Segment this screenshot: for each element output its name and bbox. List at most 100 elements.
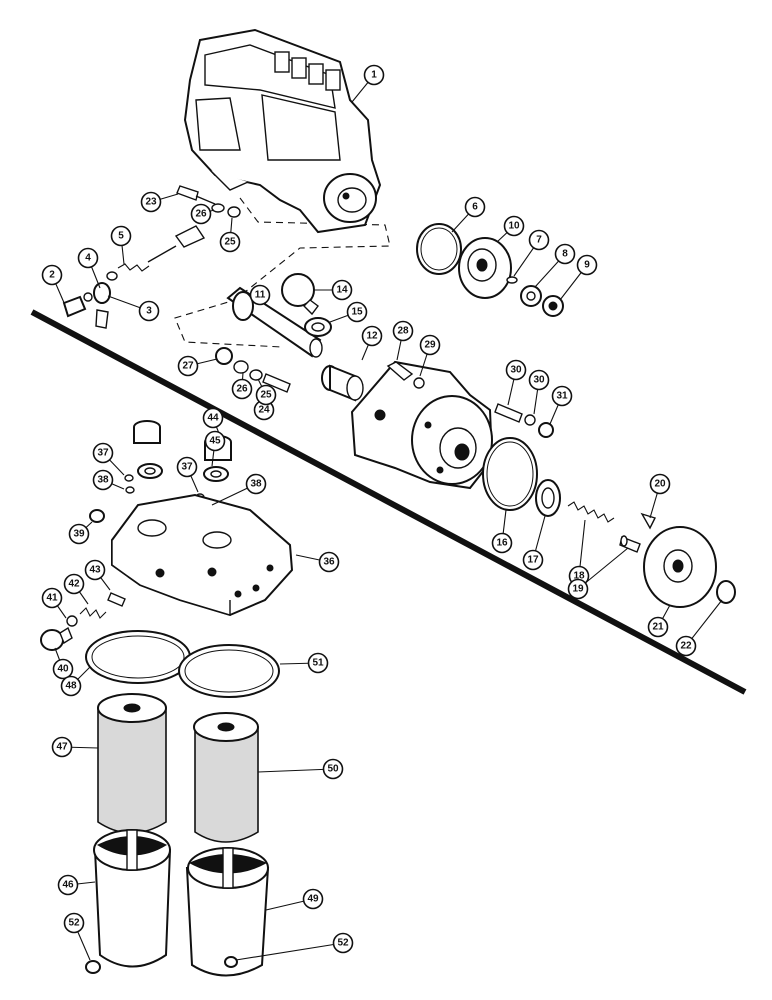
callout-number-39: 39 (73, 529, 85, 540)
callout-circle-16 (491, 532, 513, 554)
callout-circle-38 (92, 469, 114, 491)
callout-number-11: 11 (255, 290, 266, 301)
callout-number-52: 52 (68, 918, 80, 929)
callout-circle-9 (576, 254, 598, 276)
washer-25-upper (227, 206, 241, 218)
washer-30-lower (524, 414, 536, 426)
callout-circle-3 (138, 300, 160, 322)
leader-line-50 (257, 768, 334, 773)
callout-number-9: 9 (584, 260, 590, 271)
bolt-28 (386, 361, 414, 381)
callout-number-7: 7 (536, 235, 542, 246)
plug-39 (89, 509, 105, 523)
callout-number-27: 27 (182, 361, 194, 372)
callout-number-3: 3 (146, 306, 152, 317)
callout-circle-45 (204, 430, 226, 452)
callout-number-28: 28 (397, 326, 409, 337)
washer-38-left (125, 486, 135, 494)
callout-number-8: 8 (562, 249, 568, 260)
callout-circle-2 (41, 264, 63, 286)
filter-bowl-49 (185, 847, 270, 977)
callout-number-52: 52 (337, 938, 349, 949)
callout-circle-26 (190, 203, 212, 225)
callout-number-23: 23 (145, 197, 157, 208)
callout-circle-30 (505, 359, 527, 381)
key-7 (506, 276, 518, 284)
callout-number-36: 36 (323, 557, 335, 568)
o-ring-6 (416, 223, 462, 275)
washer-45-right (203, 466, 229, 482)
callout-circle-37 (92, 442, 114, 464)
callout-circle-37 (176, 456, 198, 478)
callout-circle-47 (51, 736, 73, 758)
nut-27 (215, 347, 233, 365)
callout-circle-20 (649, 473, 671, 495)
key-20 (640, 512, 656, 530)
injection-pump (183, 28, 382, 234)
callout-number-18: 18 (573, 571, 585, 582)
callout-circle-23 (140, 191, 162, 213)
callout-circle-19 (567, 578, 589, 600)
callout-number-43: 43 (89, 565, 101, 576)
callout-circle-36 (318, 551, 340, 573)
callout-circle-30 (528, 369, 550, 391)
callout-circle-28 (392, 320, 414, 342)
banjo-fitting-3 (93, 282, 111, 329)
callout-circle-29 (419, 334, 441, 356)
callout-circle-52 (63, 912, 85, 934)
callout-circle-27 (177, 355, 199, 377)
callout-circle-22 (675, 635, 697, 657)
callout-number-25: 25 (260, 390, 272, 401)
gasket-48 (85, 630, 191, 684)
plug-14 (281, 273, 319, 316)
washer-4-b (83, 292, 93, 302)
washer-17 (535, 479, 561, 517)
callout-circle-6 (464, 196, 486, 218)
stud-24 (262, 373, 291, 393)
section-divider-line (30, 309, 747, 695)
spring-18 (567, 501, 615, 523)
callout-circle-48 (60, 675, 82, 697)
callout-number-15: 15 (351, 307, 363, 318)
gear-10 (458, 237, 512, 299)
filter-head-36 (111, 493, 294, 617)
callout-number-26: 26 (195, 209, 207, 220)
callout-number-42: 42 (68, 579, 80, 590)
callout-circle-51 (307, 652, 329, 674)
pin-19 (619, 535, 641, 553)
adapter-housing-12 (350, 360, 494, 490)
washer-4-a (106, 271, 118, 281)
fitting-upper (147, 225, 206, 263)
washer-41 (66, 615, 78, 627)
callout-number-25: 25 (224, 237, 236, 248)
callout-number-1: 1 (371, 70, 377, 81)
callout-number-21: 21 (652, 622, 664, 633)
nut-9 (542, 295, 564, 317)
callout-circle-44 (202, 407, 224, 429)
callout-number-17: 17 (527, 555, 539, 566)
callout-labels: 1234567891011121415161718192021222324252… (41, 64, 697, 954)
callout-number-4: 4 (85, 253, 91, 264)
callout-circle-1 (363, 64, 385, 86)
gasket-51 (178, 644, 280, 698)
washer-26-upper (211, 203, 225, 213)
callout-number-20: 20 (654, 479, 666, 490)
callout-circle-7 (528, 229, 550, 251)
callout-circle-4 (77, 247, 99, 269)
callout-number-5: 5 (118, 231, 124, 242)
callout-number-30: 30 (510, 365, 522, 376)
screw-37-left (124, 474, 134, 482)
callout-number-40: 40 (57, 664, 69, 675)
callout-number-31: 31 (556, 391, 568, 402)
washer-26-lower (233, 360, 249, 374)
callout-circle-49 (302, 888, 324, 910)
callout-number-14: 14 (336, 285, 348, 296)
callout-number-37: 37 (181, 462, 193, 473)
callout-circle-39 (68, 523, 90, 545)
callout-number-45: 45 (209, 436, 221, 447)
callout-number-51: 51 (312, 658, 324, 669)
callout-number-10: 10 (508, 221, 520, 232)
callout-number-38: 38 (97, 475, 109, 486)
callout-circle-41 (41, 587, 63, 609)
